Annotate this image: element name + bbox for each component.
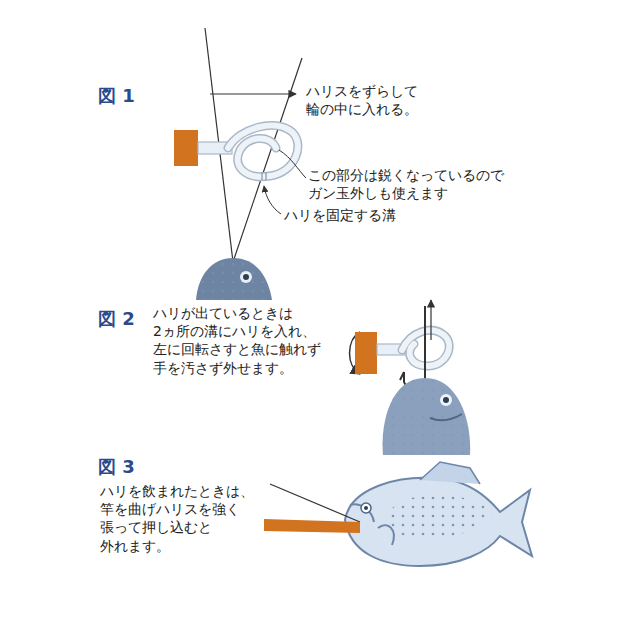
figure-number: 図 3 — [98, 455, 135, 478]
part-label: ハリを固定する溝 — [284, 206, 396, 224]
instruction-note: ハリスをずらして 輪の中に入れる。 — [306, 82, 432, 118]
part-note: この部分は鋭くなっているので ガン玉外しも使えます — [308, 166, 518, 202]
figure-2 — [350, 300, 471, 455]
figure-number: 図 2 — [98, 307, 135, 330]
instruction-note: ハリを飲まれたときは、 竿を曲げハリスを強く 張って押し込むと 外れます。 — [100, 482, 265, 555]
figure-1 — [174, 28, 306, 300]
instruction-note: ハリが出ているときは 2ヵ所の溝にハリを入れ、 左に回転さすと魚に触れず 手を汚… — [153, 304, 332, 377]
figure-number: 図 1 — [98, 84, 135, 107]
figure-3 — [264, 462, 532, 566]
